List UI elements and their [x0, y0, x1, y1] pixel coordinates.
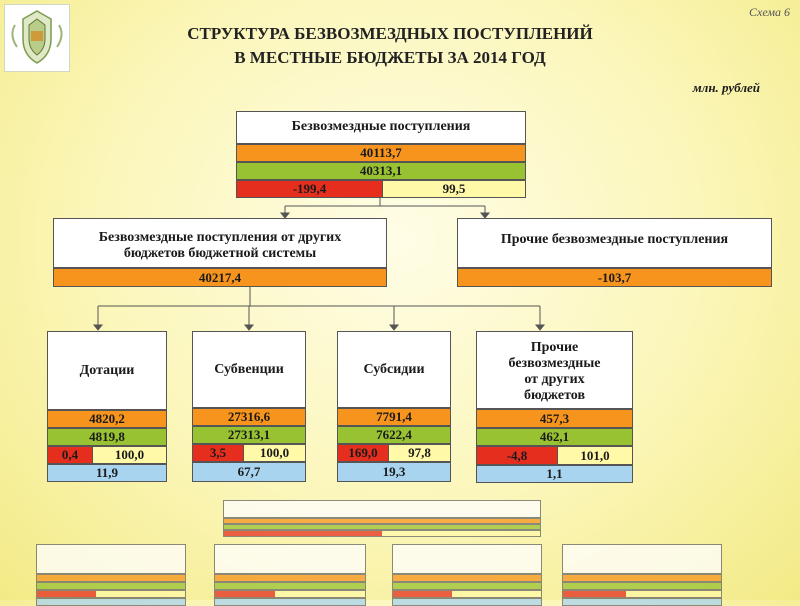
card-label-line: Прочие — [530, 340, 579, 355]
card-fact-value: 4819,8 — [47, 428, 167, 446]
card-pct-value: 101,0 — [558, 447, 632, 464]
card-diff-value: 169,0 — [338, 445, 389, 461]
card-diff-row: 0,4 100,0 — [47, 446, 167, 464]
faded-reflection-box — [223, 500, 541, 537]
card-diff-row: 169,0 97,8 — [337, 444, 451, 462]
card-diff-value: 0,4 — [48, 447, 93, 463]
total-receipts-label: Безвозмездные поступления — [291, 119, 471, 134]
card-plan-value: 7791,4 — [337, 408, 451, 426]
card-plan-value: 27316,6 — [192, 408, 306, 426]
title-line-1: СТРУКТУРА БЕЗВОЗМЕЗДНЫХ ПОСТУПЛЕНИЙ — [187, 24, 593, 43]
faded-card-1 — [36, 544, 186, 606]
faded-card-3 — [392, 544, 542, 606]
intergovernmental-value: 40217,4 — [53, 268, 387, 287]
other-receipts-box: Прочие безвозмездные поступления — [457, 218, 772, 268]
card-grants-box: Субсидии — [337, 331, 451, 408]
total-plan-value: 40113,7 — [236, 144, 526, 162]
emblem-icon — [11, 10, 63, 64]
card-diff-value: 3,5 — [193, 445, 244, 461]
intergovernmental-box: Безвозмездные поступления от других бюдж… — [53, 218, 387, 268]
card-share-value: 67,7 — [192, 462, 306, 482]
card-pct-value: 97,8 — [389, 445, 450, 461]
scheme-label: Схема 6 — [748, 5, 790, 19]
card-label: Субвенции — [214, 362, 284, 377]
intergovernmental-label-line-2: бюджетов бюджетной системы — [123, 246, 317, 261]
card-share-value: 11,9 — [47, 464, 167, 482]
faded-card-4 — [562, 544, 722, 606]
total-receipts-box: Безвозмездные поступления — [236, 111, 526, 144]
card-plan-value: 4820,2 — [47, 410, 167, 428]
card-label-line: безвозмездные — [508, 356, 601, 371]
units-label: млн. рублей — [692, 80, 760, 95]
card-share-value: 1,1 — [476, 465, 633, 483]
faded-card-2 — [214, 544, 366, 606]
card-label-line: от других — [524, 372, 585, 387]
card-share-value: 19,3 — [337, 462, 451, 482]
intergovernmental-label: Безвозмездные поступления от других бюдж… — [54, 219, 386, 262]
card-subventions-box: Субвенции — [192, 331, 306, 408]
title-line-2: В МЕСТНЫЕ БЮДЖЕТЫ ЗА 2014 ГОД — [234, 48, 546, 67]
coat-of-arms-logo — [4, 4, 70, 72]
card-subsidies-box: Дотации — [47, 331, 167, 410]
total-fact-value: 40313,1 — [236, 162, 526, 180]
total-pct-value: 99,5 — [383, 181, 525, 197]
card-plan-value: 457,3 — [476, 409, 633, 428]
card-fact-value: 27313,1 — [192, 426, 306, 444]
card-fact-value: 462,1 — [476, 428, 633, 446]
card-label: Субсидии — [363, 362, 425, 377]
other-receipts-label: Прочие безвозмездные поступления — [500, 232, 729, 247]
card-label: Прочие безвозмездные от других бюджетов — [477, 332, 632, 404]
card-diff-row: 3,5 100,0 — [192, 444, 306, 462]
total-diff-value: -199,4 — [237, 181, 383, 197]
card-diff-value: -4,8 — [477, 447, 558, 464]
page-title: СТРУКТУРА БЕЗВОЗМЕЗДНЫХ ПОСТУПЛЕНИЙ В МЕ… — [100, 22, 680, 70]
card-diff-row: -4,8 101,0 — [476, 446, 633, 465]
card-pct-value: 100,0 — [244, 445, 305, 461]
card-label: Дотации — [79, 363, 135, 378]
card-pct-value: 100,0 — [93, 447, 166, 463]
intergovernmental-label-line-1: Безвозмездные поступления от других — [98, 230, 342, 245]
total-diff-row: -199,4 99,5 — [236, 180, 526, 198]
card-label-line: бюджетов — [523, 388, 586, 403]
card-fact-value: 7622,4 — [337, 426, 451, 444]
card-other-box: Прочие безвозмездные от других бюджетов — [476, 331, 633, 409]
other-receipts-value: -103,7 — [457, 268, 772, 287]
